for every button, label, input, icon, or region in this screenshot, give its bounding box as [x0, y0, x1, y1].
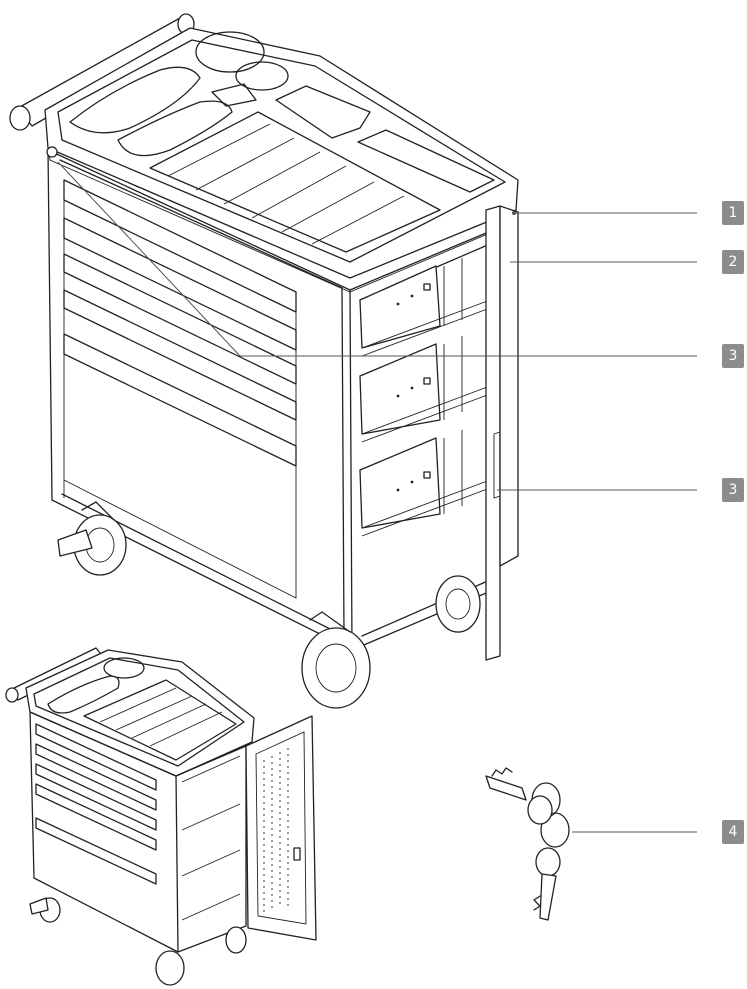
small-trolley-open	[5, 647, 317, 986]
side-handle	[9, 13, 195, 131]
callout-badge-3: 3	[722, 344, 744, 368]
callout-badge-1: 1	[722, 201, 744, 225]
keys	[485, 767, 570, 921]
callout-badge-4: 4	[722, 820, 744, 844]
main-trolley	[9, 13, 519, 709]
callout-badge-3b: 3	[722, 478, 744, 502]
callout-leaders	[57, 161, 697, 833]
cabinet-front	[46, 146, 353, 651]
door-panel	[485, 205, 519, 661]
callout-badge-2: 2	[722, 250, 744, 274]
castor-wheels	[57, 501, 481, 709]
